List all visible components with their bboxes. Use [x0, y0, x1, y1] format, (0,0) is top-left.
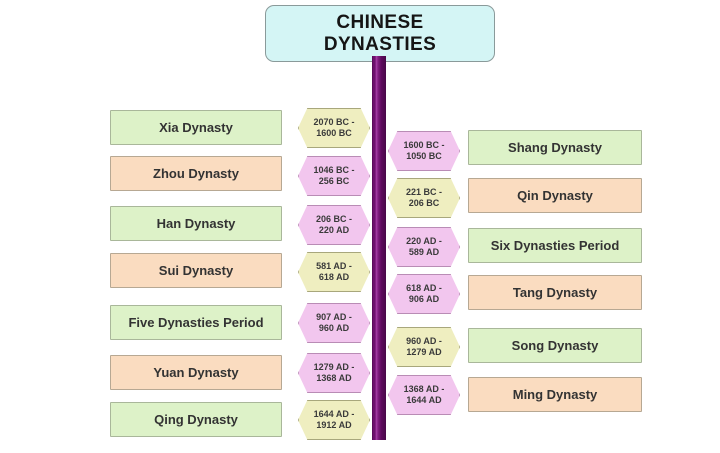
date-start: 581 AD - — [316, 260, 352, 271]
dynasty-label: Ming Dynasty — [512, 387, 598, 402]
dynasty-label: Yuan Dynasty — [153, 365, 239, 380]
date-start: 618 AD - — [406, 282, 442, 293]
date-end: 906 AD — [408, 294, 440, 304]
date-start: 907 AD - — [316, 311, 352, 322]
dynasty-box[interactable]: Song Dynasty — [468, 328, 642, 363]
dynasty-date-chip[interactable]: 1644 AD -1912 AD — [298, 400, 370, 440]
date-end: 1050 BC — [406, 151, 442, 161]
date-end: 960 AD — [318, 323, 350, 333]
dynasty-box[interactable]: Ming Dynasty — [468, 377, 642, 412]
dynasty-date-chip[interactable]: 1600 BC -1050 BC — [388, 131, 460, 171]
dynasty-box[interactable]: Sui Dynasty — [110, 253, 282, 288]
date-end: 1368 AD — [316, 373, 352, 383]
diagram-title-box: CHINESE DYNASTIES — [265, 5, 495, 62]
date-start: 960 AD - — [406, 335, 442, 346]
dynasty-label: Zhou Dynasty — [153, 166, 239, 181]
dynasty-box[interactable]: Qing Dynasty — [110, 402, 282, 437]
date-start: 1046 BC - — [313, 164, 355, 175]
dynasty-date-chip[interactable]: 2070 BC -1600 BC — [298, 108, 370, 148]
dynasty-date-chip[interactable]: 220 AD -589 AD — [388, 227, 460, 267]
dynasty-date-chip[interactable]: 960 AD -1279 AD — [388, 327, 460, 367]
dynasty-label: Sui Dynasty — [158, 263, 234, 278]
dynasty-date-chip[interactable]: 221 BC -206 BC — [388, 178, 460, 218]
dynasty-box[interactable]: Five Dynasties Period — [110, 305, 282, 340]
dynasty-label: Shang Dynasty — [508, 140, 602, 155]
dynasty-date-chip[interactable]: 1046 BC -256 BC — [298, 156, 370, 196]
date-end: 1912 AD — [316, 420, 352, 430]
date-end: 1644 AD — [406, 395, 442, 405]
dynasty-date-chip[interactable]: 1279 AD -1368 AD — [298, 353, 370, 393]
date-start: 206 BC - — [315, 213, 352, 224]
dynasty-label: Xia Dynasty — [159, 120, 233, 135]
date-start: 2070 BC - — [313, 116, 355, 127]
dynasty-box[interactable]: Qin Dynasty — [468, 178, 642, 213]
dynasty-label: Song Dynasty — [511, 338, 599, 353]
dynasty-label: Han Dynasty — [156, 216, 236, 231]
dynasty-label: Five Dynasties Period — [128, 315, 264, 330]
dynasty-box[interactable]: Six Dynasties Period — [468, 228, 642, 263]
dynasty-date-chip[interactable]: 907 AD -960 AD — [298, 303, 370, 343]
date-end: 1279 AD — [406, 347, 442, 357]
dynasty-box[interactable]: Xia Dynasty — [110, 110, 282, 145]
dynasty-label: Qing Dynasty — [154, 412, 238, 427]
dynasty-label: Six Dynasties Period — [490, 238, 620, 253]
diagram-title-line-1: CHINESE — [336, 12, 424, 34]
date-start: 1279 AD - — [313, 361, 355, 372]
diagram-title-line-2: DYNASTIES — [323, 33, 437, 55]
dynasty-box[interactable]: Tang Dynasty — [468, 275, 642, 310]
date-end: 1600 BC — [316, 128, 352, 138]
date-end: 589 AD — [408, 247, 440, 257]
date-start: 1368 AD - — [403, 383, 445, 394]
dynasty-box[interactable]: Zhou Dynasty — [110, 156, 282, 191]
dynasty-label: Tang Dynasty — [512, 285, 598, 300]
dynasty-label: Qin Dynasty — [517, 188, 593, 203]
dynasty-date-chip[interactable]: 618 AD -906 AD — [388, 274, 460, 314]
dynasty-box[interactable]: Shang Dynasty — [468, 130, 642, 165]
date-start: 221 BC - — [405, 186, 442, 197]
dynasty-box[interactable]: Yuan Dynasty — [110, 355, 282, 390]
date-end: 618 AD — [318, 272, 350, 282]
dynasty-box[interactable]: Han Dynasty — [110, 206, 282, 241]
date-end: 206 BC — [408, 198, 440, 208]
date-start: 220 AD - — [406, 235, 442, 246]
date-end: 256 BC — [318, 176, 350, 186]
date-start: 1600 BC - — [403, 139, 445, 150]
dynasty-date-chip[interactable]: 581 AD -618 AD — [298, 252, 370, 292]
dynasty-date-chip[interactable]: 206 BC -220 AD — [298, 205, 370, 245]
date-start: 1644 AD - — [313, 408, 355, 419]
timeline-spine — [372, 56, 386, 440]
date-end: 220 AD — [318, 225, 350, 235]
dynasty-date-chip[interactable]: 1368 AD -1644 AD — [388, 375, 460, 415]
